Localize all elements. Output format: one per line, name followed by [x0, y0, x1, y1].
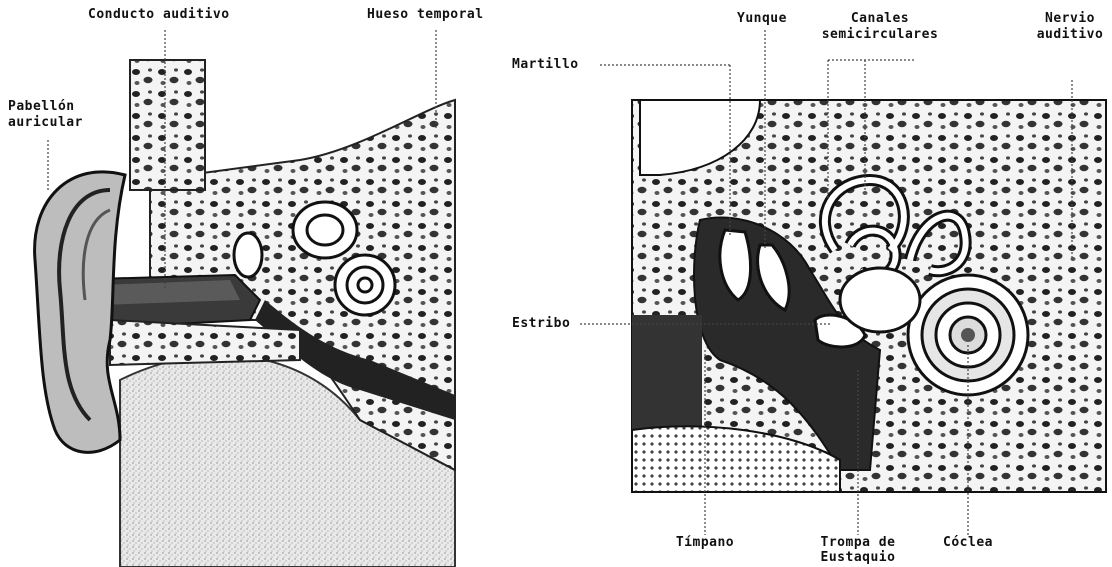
- label-temporal-bone: Hueso temporal: [367, 8, 484, 22]
- label-stapes: Estribo: [512, 317, 570, 331]
- label-pinna-line1: Pabellón: [8, 100, 75, 114]
- label-cochlea: Cóclea: [930, 536, 1006, 550]
- label-eardrum: Tímpano: [660, 536, 750, 550]
- label-semicircular-line1: Canales: [805, 12, 955, 26]
- right-ear-detail: [580, 30, 1106, 535]
- label-incus: Yunque: [737, 12, 787, 26]
- label-malleus: Martillo: [512, 58, 579, 72]
- label-pinna-line2: auricular: [8, 116, 83, 130]
- label-auditory-canal: Conducto auditivo: [88, 8, 230, 22]
- ossicles-left: [234, 233, 262, 277]
- left-ear-cross-section: [35, 30, 455, 567]
- label-nerve-line1: Nervio: [1030, 12, 1110, 26]
- label-eustachian-line1: Trompa de: [805, 536, 911, 550]
- bone-column: [130, 60, 205, 190]
- label-nerve-line2: auditivo: [1030, 28, 1110, 42]
- label-semicircular-line2: semicirculares: [805, 28, 955, 42]
- label-eustachian-line2: Eustaquio: [805, 551, 911, 565]
